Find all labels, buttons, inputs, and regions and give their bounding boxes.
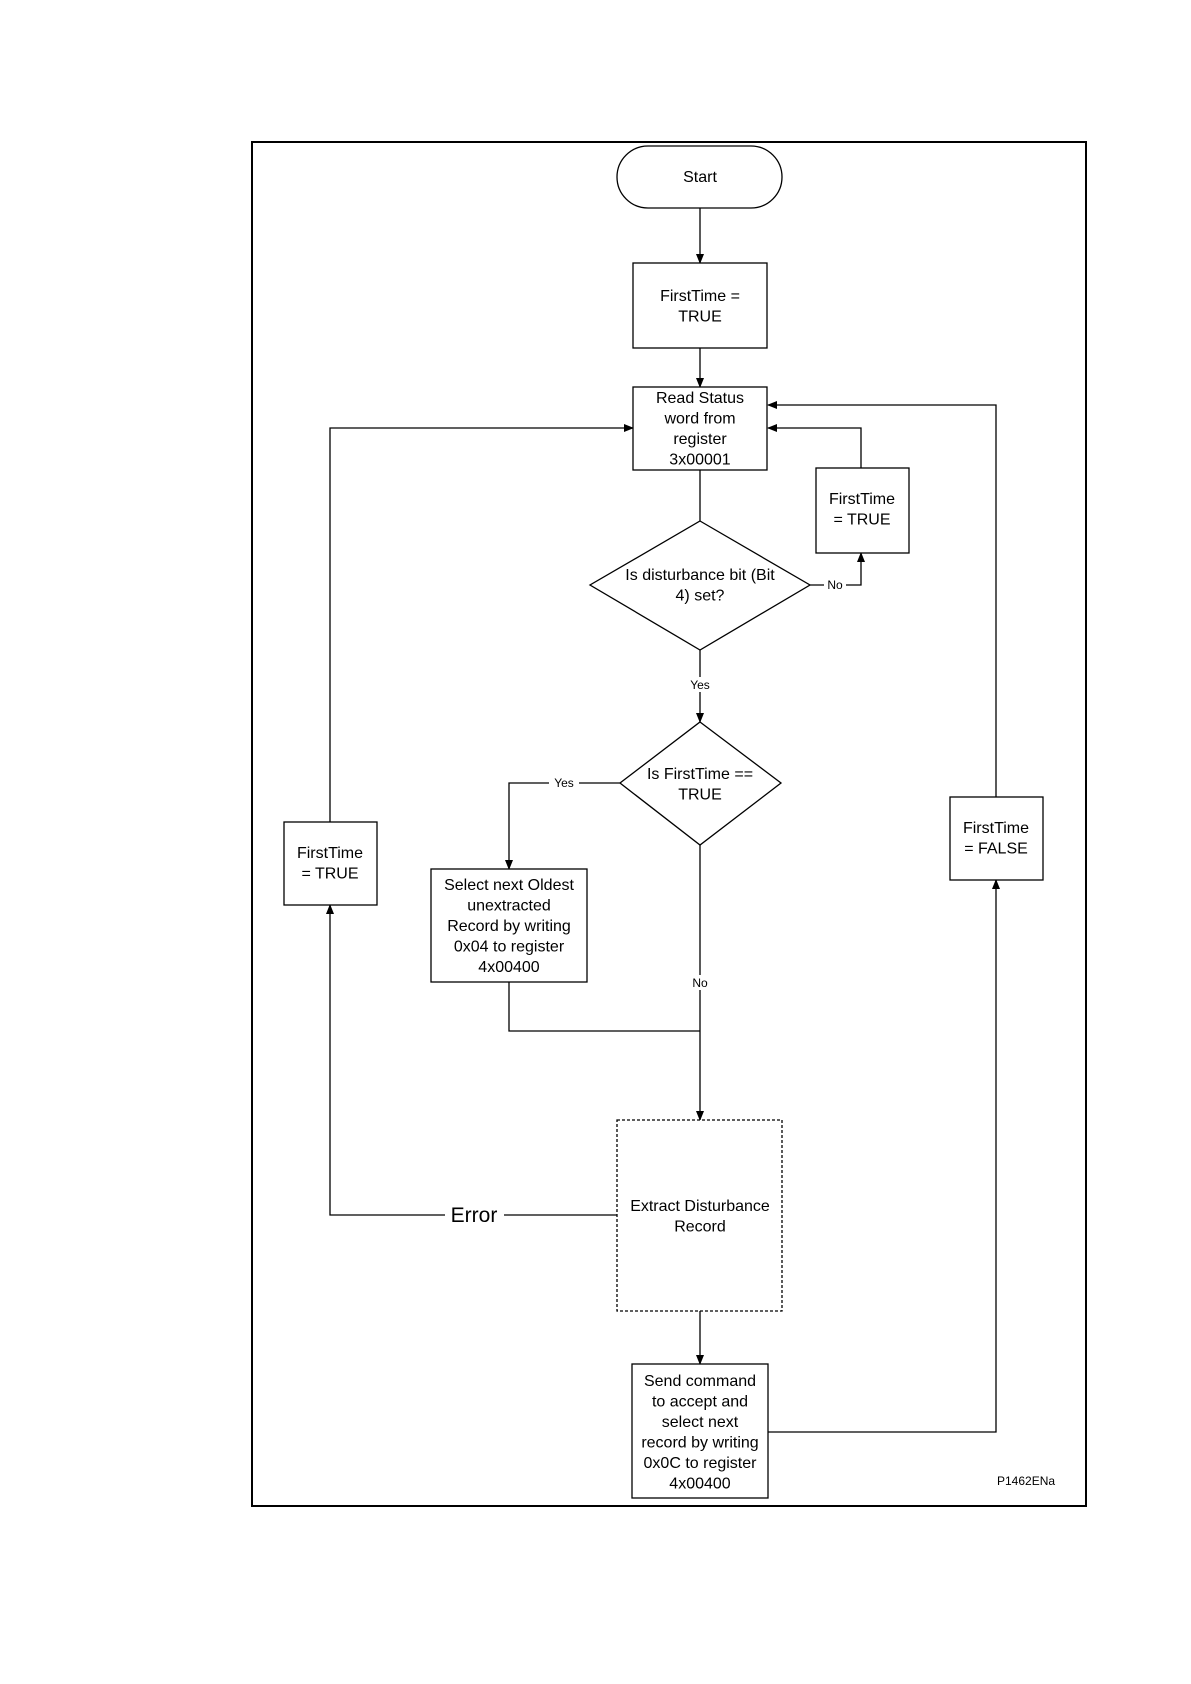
text-line: Extract Disturbance — [630, 1198, 770, 1215]
label-no-1: No — [827, 578, 843, 592]
text-line: register — [673, 431, 727, 448]
read-status-label: Read Status word from register 3x00001 — [656, 390, 744, 469]
edge-firsttime-left-to-read — [329, 424, 634, 822]
text-line: 0x0C to register — [644, 1455, 758, 1472]
send-command-label: Send command to accept and select next reco… — [641, 1373, 758, 1493]
text-line: unextracted — [467, 898, 551, 915]
edge-select-to-merge — [508, 982, 700, 1032]
node-init-first-time: FirstTime = TRUE — [632, 262, 768, 349]
first-time-true-left-box — [283, 821, 378, 906]
send-command-box — [631, 1363, 769, 1499]
label-yes-2: Yes — [554, 776, 574, 790]
first-time-decision-diamond — [618, 721, 783, 846]
edge-firsttime-false-to-read — [767, 401, 997, 797]
disturbance-decision-label: Is disturbance bit (Bit 4) set? — [625, 567, 775, 605]
text-line: 3x00001 — [669, 452, 730, 469]
node-start: Start — [616, 145, 783, 209]
init-first-time-label: FirstTime = TRUE — [660, 288, 740, 326]
label-error: Error — [451, 1204, 498, 1227]
node-read-status: Read Status word from register 3x00001 — [632, 386, 768, 471]
text-line: = TRUE — [301, 866, 358, 883]
text-line: 4) set? — [676, 588, 725, 605]
figure-reference: P1462ENa — [997, 1474, 1055, 1488]
text-line: FirstTime — [829, 491, 895, 508]
text-line: = TRUE — [833, 512, 890, 529]
text-line: FirstTime = — [660, 288, 740, 305]
first-time-false-box — [949, 796, 1044, 881]
first-time-true-right-box — [815, 467, 910, 554]
select-oldest-box — [430, 868, 588, 983]
connectors — [326, 208, 1000, 1433]
text-line: Send command — [644, 1373, 756, 1390]
node-first-time-decision: Is FirstTime == TRUE — [618, 721, 783, 846]
init-first-time-box — [632, 262, 768, 349]
edge-labels: No Yes Yes No Error P1462ENa — [451, 577, 1055, 1488]
disturbance-decision-diamond — [588, 520, 812, 651]
edge-send-to-firsttime-false — [768, 879, 1000, 1433]
diagram-frame — [251, 141, 1087, 1507]
first-time-true-left-label: FirstTime = TRUE — [297, 845, 363, 883]
text-line: Read Status — [656, 390, 744, 407]
first-time-true-right-label: FirstTime = TRUE — [829, 491, 895, 529]
text-line: Is disturbance bit (Bit — [625, 567, 775, 584]
text-line: 0x04 to register — [454, 939, 565, 956]
text-line: 4x00400 — [478, 959, 539, 976]
node-first-time-true-right: FirstTime = TRUE — [815, 467, 910, 554]
text-line: record by writing — [641, 1435, 758, 1452]
node-send-command: Send command to accept and select next reco… — [631, 1363, 769, 1499]
label-no-2: No — [692, 976, 708, 990]
extract-record-box — [616, 1119, 783, 1312]
first-time-decision-label: Is FirstTime == TRUE — [647, 766, 753, 804]
text-line: Record — [674, 1219, 726, 1236]
edge-firsttime-right-to-read — [767, 424, 862, 468]
text-line: = FALSE — [964, 841, 1028, 858]
edge-error-to-firsttime-left — [326, 904, 445, 1216]
text-line: TRUE — [678, 309, 722, 326]
text-line: to accept and — [652, 1394, 748, 1411]
first-time-false-label: FirstTime = FALSE — [963, 820, 1029, 858]
start-label: Start — [683, 169, 717, 186]
text-line: FirstTime — [297, 845, 363, 862]
text-line: TRUE — [678, 787, 722, 804]
text-line: select next — [662, 1414, 739, 1431]
text-line: Is FirstTime == — [647, 766, 753, 783]
edge-yes-to-select — [505, 782, 620, 870]
text-line: Record by writing — [447, 918, 571, 935]
text-line: word from — [663, 411, 735, 428]
text-line: Start — [683, 169, 717, 186]
start-terminator — [616, 145, 783, 209]
text-line: FirstTime — [963, 820, 1029, 837]
text-line: Select next Oldest — [444, 877, 574, 894]
node-first-time-false: FirstTime = FALSE — [949, 796, 1044, 881]
node-first-time-true-left: FirstTime = TRUE — [283, 821, 378, 906]
node-disturbance-decision: Is disturbance bit (Bit 4) set? — [588, 520, 812, 651]
label-yes-1: Yes — [690, 678, 710, 692]
read-status-box — [632, 386, 768, 471]
text-line: 4x00400 — [669, 1476, 730, 1493]
